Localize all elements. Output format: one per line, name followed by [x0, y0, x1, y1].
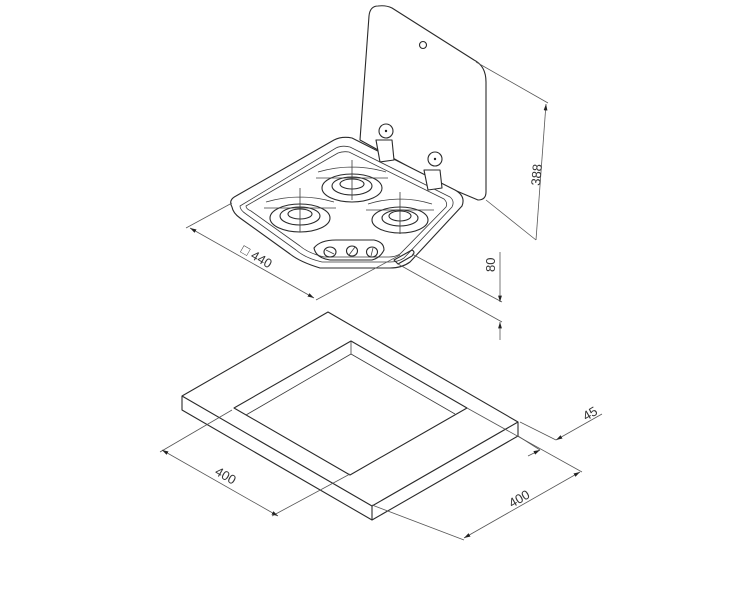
mounting-bracket — [393, 249, 415, 265]
dimension-label-80: 80 — [483, 258, 498, 272]
dimension-cutout-thickness-45: 45 — [517, 403, 603, 457]
dimension-label-388: 388 — [528, 163, 545, 186]
lid-hinge-left — [375, 123, 395, 163]
dimension-cutout-left-400: 400 — [159, 409, 351, 517]
dimension-label-45: 45 — [580, 403, 600, 423]
hob-assembly — [230, 5, 487, 269]
control-panel — [313, 239, 385, 261]
control-knob-1 — [323, 246, 337, 258]
dimension-label-400-left: 400 — [213, 464, 239, 488]
burner-right — [366, 192, 434, 234]
dimension-label-440: □ 440 — [239, 242, 275, 272]
control-knob-2 — [345, 245, 359, 257]
lid-hole-icon — [418, 40, 428, 50]
dimension-lid-height: 388 — [475, 61, 549, 241]
dimension-cutout-right-400: 400 — [371, 407, 583, 541]
burner-center — [316, 160, 388, 203]
lid-hinge-right — [423, 151, 443, 191]
cutout-frame — [181, 311, 519, 521]
control-knob-3 — [365, 246, 379, 258]
dimension-depth-80: 80 — [397, 252, 503, 340]
dimension-label-400-right: 400 — [506, 487, 532, 511]
